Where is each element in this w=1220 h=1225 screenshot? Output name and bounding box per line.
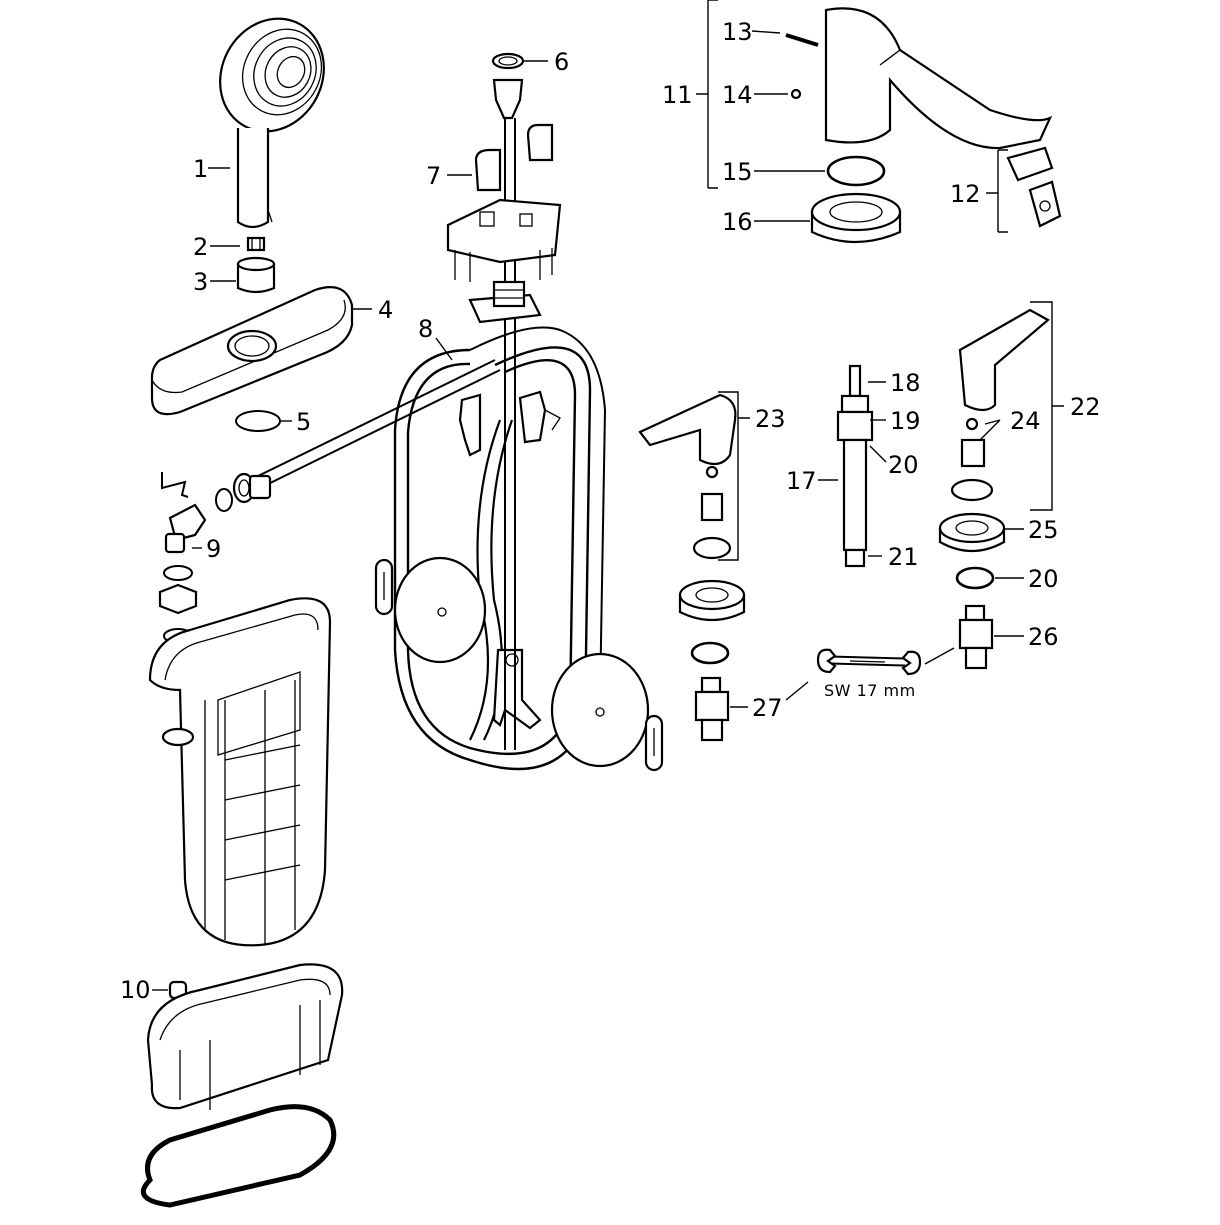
leader-lines [152, 0, 1064, 991]
wrench-size-label: SW 17 mm [824, 681, 916, 700]
handle-screw-left [705, 465, 719, 479]
callout-labels: 1 2 3 4 5 6 7 8 9 10 11 12 13 14 15 16 1… [120, 18, 1101, 1004]
hose-guide-bracket [458, 390, 561, 457]
handle-screw-right [965, 417, 979, 431]
rosette-left [678, 579, 746, 622]
callout-22: 22 [1070, 393, 1101, 421]
callout-8: 8 [418, 315, 433, 343]
callout-13: 13 [722, 18, 753, 46]
mounting-housing [148, 597, 332, 947]
elbow-washer-upper [163, 565, 193, 581]
installation-box [146, 963, 344, 1110]
hand-shower-handle [236, 128, 273, 229]
callout-19: 19 [890, 407, 921, 435]
callout-3: 3 [193, 268, 208, 296]
callout-23: 23 [755, 405, 786, 433]
threaded-mount [468, 280, 542, 324]
valve-cartridge-right [958, 604, 994, 670]
hose-nut [236, 256, 276, 294]
callout-14: 14 [722, 81, 753, 109]
valve-cartridge-left [694, 676, 730, 742]
callout-20-diverter: 20 [888, 451, 919, 479]
aerator-key [1028, 180, 1062, 228]
callout-26: 26 [1028, 623, 1059, 651]
cover-ring-right [950, 478, 994, 502]
callout-11: 11 [662, 81, 693, 109]
hose-connector [232, 472, 272, 504]
callout-5: 5 [296, 408, 311, 436]
wrench-icon [816, 648, 922, 676]
callout-10: 10 [120, 976, 151, 1004]
spout-base-ring [810, 192, 902, 244]
callout-21: 21 [888, 543, 919, 571]
callout-20-oring: 20 [1028, 565, 1059, 593]
callout-27: 27 [752, 694, 783, 722]
rail-top-seal [491, 52, 525, 70]
aerator [1006, 146, 1054, 182]
escutcheon-plate [150, 286, 354, 416]
o-ring-left [690, 641, 730, 665]
bath-spout [824, 7, 1053, 150]
handle-lever-left [638, 393, 737, 466]
spout-o-ring [826, 155, 886, 187]
elbow-nut [158, 583, 198, 615]
callout-7: 7 [426, 162, 441, 190]
callout-12: 12 [950, 180, 981, 208]
callout-25: 25 [1028, 516, 1059, 544]
cover-ring-left [692, 536, 732, 560]
spindle-adapter-right [960, 438, 986, 468]
hose-weight [492, 648, 542, 730]
callout-2: 2 [193, 233, 208, 261]
hose-guide-wheel-right [550, 652, 650, 768]
plate-seal-ring [235, 410, 281, 432]
retaining-clip [161, 472, 189, 498]
callout-4: 4 [378, 296, 393, 324]
callout-1: 1 [193, 155, 208, 183]
spindle-adapter-left [700, 492, 724, 522]
rosette-right [938, 512, 1006, 552]
check-valve [246, 236, 266, 252]
diverter-cartridge [836, 364, 874, 568]
hose-clip-left [374, 558, 394, 616]
housing-side-clip [161, 727, 195, 747]
hose-clip-right [644, 714, 664, 772]
spout-grub-screw [790, 88, 802, 100]
spout-pin [785, 33, 819, 47]
elbow-connector [164, 503, 207, 554]
hose-guide-wheel-left [393, 556, 487, 664]
callout-24: 24 [1010, 407, 1041, 435]
handle-lever-right [958, 308, 1050, 412]
rail-top-cone [492, 78, 524, 120]
callout-15: 15 [722, 158, 753, 186]
box-seal [140, 1104, 337, 1208]
callout-17: 17 [786, 467, 817, 495]
connector-washer [215, 488, 233, 512]
rail-holder-clip [474, 123, 554, 192]
callout-9: 9 [206, 535, 221, 563]
callout-18: 18 [890, 369, 921, 397]
callout-16: 16 [722, 208, 753, 236]
hand-shower-head [219, 17, 325, 133]
callout-6: 6 [554, 48, 569, 76]
o-ring-right [955, 566, 995, 590]
mounting-frame [446, 198, 562, 282]
